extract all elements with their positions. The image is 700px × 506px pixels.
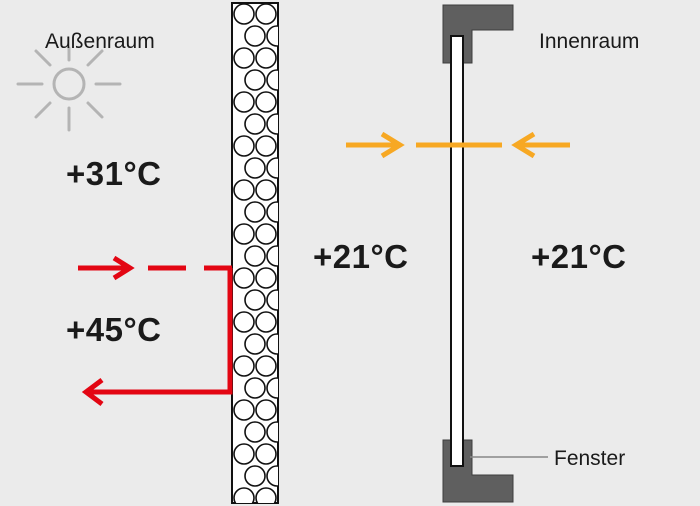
insulation-cell [266,157,278,179]
insulation-cell [255,223,277,245]
window-label: Fenster [554,447,626,470]
insulation-cell [266,333,278,355]
insulation-cell [233,399,255,421]
insulation-cell [233,311,255,333]
insulation-cell [244,377,266,399]
insulation-cell [255,47,277,69]
insulation-cell [266,377,278,399]
insulation-cell [255,399,277,421]
window-glass [450,35,464,467]
incoming-arrowhead [112,255,135,281]
wall-surface-temperature: +45°C [66,311,162,348]
insulation-cell [266,113,278,135]
left-arrowhead [380,131,405,159]
insulation-cell [244,201,266,223]
insulation-cell [233,355,255,377]
inside-temperature: +21°C [531,238,627,275]
insulation-cell [255,311,277,333]
insulation-cell [233,3,255,25]
outside-label: Außenraum [45,30,155,53]
insulation-cell [233,91,255,113]
insulation-cell [255,91,277,113]
insulation-cell [244,465,266,487]
insulation-cell [255,135,277,157]
right-arrowhead [511,131,536,159]
insulation-cell [244,289,266,311]
insulation-cell [255,179,277,201]
insulation-cell [233,487,255,503]
insulation-cell [266,25,278,47]
between-temperature: +21°C [313,238,409,275]
insulation-cell [255,443,277,465]
insulation-cell [244,245,266,267]
insulation-cell [255,3,277,25]
outside-air-temperature: +31°C [66,155,162,192]
reflected-arrowhead [81,378,104,406]
insulation-cell [244,113,266,135]
insulation-cell [233,47,255,69]
insulation-cell [266,421,278,443]
insulation-cell [266,69,278,91]
reflected-heat-path [86,268,233,395]
insulation-cell [266,289,278,311]
insulation-cell [266,245,278,267]
insulation-cell [233,135,255,157]
insulation-cell [233,267,255,289]
insulation-cell [255,267,277,289]
inside-label: Innenraum [539,30,640,53]
insulation-cell [266,201,278,223]
insulation-cell [244,333,266,355]
insulation-cell [244,69,266,91]
sun-icon [16,46,122,132]
insulation-cell [266,465,278,487]
insulation-cell [244,421,266,443]
insulation-cell [255,487,277,503]
insulation-cell [233,223,255,245]
heat-reflection-arrows [78,255,233,406]
insulation-cell [244,25,266,47]
interior-exchange-arrows [346,131,570,159]
insulation-cell [233,179,255,201]
insulation-cell [233,443,255,465]
insulation-cell [244,157,266,179]
insulated-wall [231,2,279,504]
insulation-cell [255,355,277,377]
